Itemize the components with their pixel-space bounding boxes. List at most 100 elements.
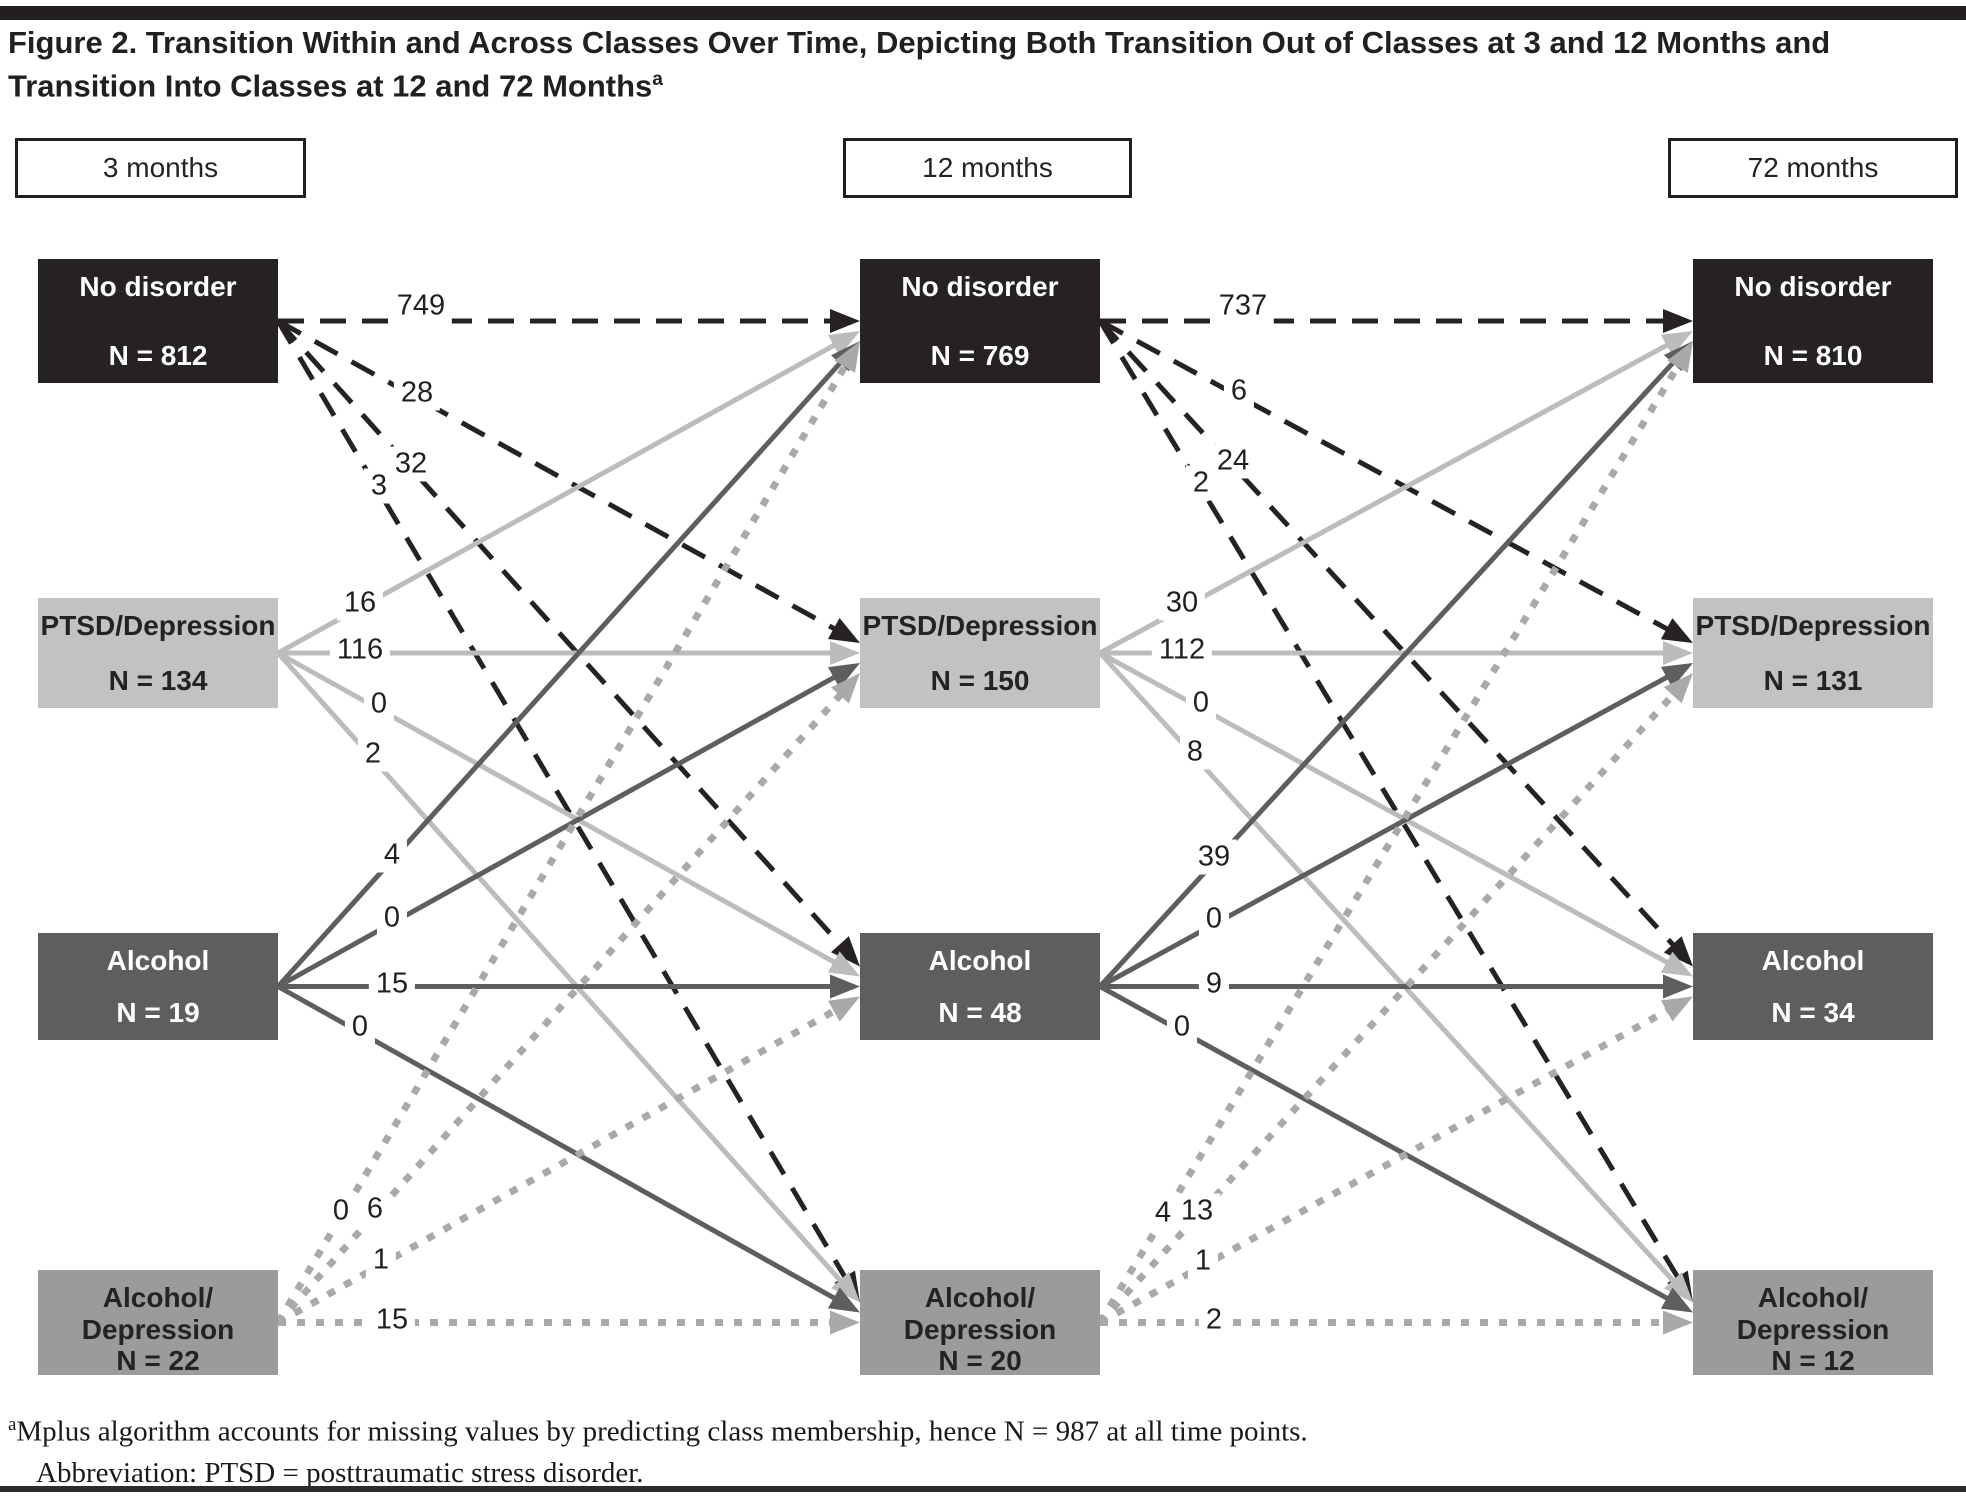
footnote-superscript: a bbox=[8, 1414, 17, 1435]
class-box-label: Alcohol/ Depression bbox=[903, 1282, 1057, 1345]
class-box-n: N = 20 bbox=[938, 1345, 1022, 1376]
class-box-label: Alcohol/ Depression bbox=[81, 1282, 235, 1345]
transition-count-alcohol-to-no-disorder-gap1: 4 bbox=[376, 837, 408, 873]
transition-arrowhead-alcohol bbox=[830, 974, 860, 999]
transition-count-alcohol-to-alcohol-gap2: 9 bbox=[1198, 966, 1230, 1001]
transition-arrowhead-ptsd-depression bbox=[831, 1272, 860, 1303]
transition-arrowhead-no-disorder bbox=[830, 309, 860, 333]
class-box-n: N = 131 bbox=[1763, 665, 1863, 696]
transition-arrowhead-no-disorder bbox=[827, 617, 860, 643]
footnote-line-2: Abbreviation: PTSD = posttraumatic stres… bbox=[8, 1453, 1958, 1494]
transition-arrowhead-alcohol bbox=[1663, 974, 1693, 999]
transition-arrowhead-no-disorder bbox=[1663, 936, 1693, 967]
transition-count-no-disorder-to-alcohol-depression-gap1: 3 bbox=[363, 468, 395, 504]
transition-count-no-disorder-to-alcohol-depression-gap2: 2 bbox=[1185, 465, 1217, 501]
figure-title: Figure 2. Transition Within and Across C… bbox=[8, 24, 1958, 104]
transition-line-no-disorder-gap1-to-alcohol-depression bbox=[275, 319, 850, 1284]
class-box-label: PTSD/Depression bbox=[862, 610, 1098, 641]
transition-count-alcohol-depression-to-alcohol-depression-gap1: 15 bbox=[368, 1302, 416, 1337]
transition-count-ptsd-depression-to-ptsd-depression-gap1: 116 bbox=[329, 632, 391, 668]
footnote-line-1: aMplus algorithm accounts for missing va… bbox=[8, 1404, 1958, 1453]
transition-arrowhead-alcohol bbox=[1660, 663, 1693, 688]
transition-arrowhead-alcohol-depression bbox=[1667, 341, 1693, 373]
transition-line-alcohol-depression-gap1-to-alcohol bbox=[276, 1005, 841, 1326]
class-box-n: N = 34 bbox=[1771, 997, 1855, 1028]
footnote-text: Mplus algorithm accounts for missing val… bbox=[16, 1415, 1308, 1448]
transition-count-alcohol-depression-to-alcohol-gap2: 1 bbox=[1187, 1243, 1219, 1279]
class-box-ptsd-depression-col2: PTSD/Depression N = 150 bbox=[860, 598, 1100, 708]
transition-arrowhead-alcohol-depression bbox=[1663, 1310, 1693, 1335]
transition-count-no-disorder-to-ptsd-depression-gap2: 6 bbox=[1223, 373, 1255, 409]
transition-count-alcohol-depression-to-alcohol-depression-gap2: 2 bbox=[1198, 1302, 1230, 1337]
class-box-alcohol-col3: Alcohol N = 34 bbox=[1693, 933, 1933, 1040]
transition-line-no-disorder-gap2-to-alcohol bbox=[1098, 319, 1679, 951]
transition-count-ptsd-depression-to-alcohol-depression-gap2: 8 bbox=[1179, 734, 1211, 770]
transition-count-alcohol-depression-to-ptsd-depression-gap1: 6 bbox=[359, 1191, 391, 1227]
class-box-label: PTSD/Depression bbox=[1695, 610, 1931, 641]
transition-arrowhead-alcohol bbox=[1660, 1287, 1693, 1313]
transition-arrowhead-ptsd-depression bbox=[1663, 1272, 1693, 1303]
transition-arrowhead-ptsd-depression bbox=[830, 641, 860, 665]
transition-arrowhead-ptsd-depression bbox=[1663, 641, 1693, 665]
transition-arrowhead-alcohol bbox=[827, 663, 860, 689]
transition-arrowhead-alcohol-depression bbox=[830, 1310, 860, 1335]
timepoint-header-12-months: 12 months bbox=[843, 138, 1132, 198]
transition-line-alcohol-gap2-to-ptsd-depression bbox=[1098, 672, 1674, 989]
transition-count-ptsd-depression-to-ptsd-depression-gap2: 112 bbox=[1151, 632, 1213, 668]
figure-title-superscript: a bbox=[652, 69, 663, 90]
class-box-n: N = 19 bbox=[116, 997, 200, 1028]
transition-count-no-disorder-to-no-disorder-gap2: 737 bbox=[1211, 288, 1275, 324]
transition-arrowhead-alcohol-depression bbox=[1663, 673, 1693, 704]
transition-count-ptsd-depression-to-alcohol-gap2: 0 bbox=[1185, 685, 1217, 721]
class-box-n: N = 812 bbox=[108, 340, 208, 371]
transition-arrowhead-ptsd-depression bbox=[827, 331, 860, 357]
class-box-ptsd-depression-col3: PTSD/Depression N = 131 bbox=[1693, 598, 1933, 708]
transition-line-alcohol-gap2-to-no-disorder bbox=[1098, 356, 1679, 989]
class-box-label: Alcohol/ Depression bbox=[1736, 1282, 1890, 1345]
transition-arrowhead-ptsd-depression bbox=[1660, 331, 1693, 356]
transition-count-alcohol-depression-to-ptsd-depression-gap2: 13 bbox=[1173, 1193, 1221, 1229]
transition-count-alcohol-to-ptsd-depression-gap1: 0 bbox=[376, 900, 408, 936]
transition-count-ptsd-depression-to-alcohol-gap1: 0 bbox=[363, 686, 395, 722]
class-box-n: N = 810 bbox=[1763, 340, 1863, 371]
transition-count-no-disorder-to-ptsd-depression-gap1: 28 bbox=[393, 375, 441, 411]
class-box-n: N = 150 bbox=[930, 665, 1030, 696]
transition-arrowhead-ptsd-depression bbox=[827, 951, 860, 977]
transition-count-alcohol-depression-to-no-disorder-gap2: 4 bbox=[1147, 1195, 1179, 1231]
class-box-n: N = 22 bbox=[116, 1345, 200, 1376]
transition-count-alcohol-depression-to-alcohol-gap1: 1 bbox=[365, 1242, 397, 1278]
class-box-n: N = 769 bbox=[930, 340, 1030, 371]
figure-footnote: aMplus algorithm accounts for missing va… bbox=[8, 1404, 1958, 1494]
transition-count-ptsd-depression-to-alcohol-depression-gap1: 2 bbox=[357, 736, 389, 772]
transition-count-alcohol-to-alcohol-depression-gap1: 0 bbox=[344, 1009, 376, 1045]
transition-line-ptsd-depression-gap1-to-alcohol bbox=[276, 650, 841, 968]
class-box-label: Alcohol bbox=[1761, 945, 1865, 976]
class-box-label: No disorder bbox=[79, 271, 237, 302]
class-box-label: Alcohol bbox=[928, 945, 1032, 976]
transition-count-no-disorder-to-no-disorder-gap1: 749 bbox=[389, 288, 453, 324]
class-box-n: N = 48 bbox=[938, 997, 1022, 1028]
transition-line-no-disorder-gap2-to-ptsd-depression bbox=[1098, 318, 1674, 634]
transition-arrowhead-alcohol bbox=[827, 1287, 860, 1313]
class-box-no-disorder-col1: No disorder N = 812 bbox=[38, 259, 278, 383]
transition-count-no-disorder-to-alcohol-gap1: 32 bbox=[387, 446, 435, 481]
transition-arrowhead-alcohol-depression bbox=[1660, 996, 1693, 1022]
timepoint-header-label: 72 months bbox=[1747, 152, 1879, 183]
timepoint-header-72-months: 72 months bbox=[1668, 138, 1958, 198]
transition-line-alcohol-depression-gap1-to-ptsd-depression bbox=[275, 688, 847, 1325]
timepoint-header-label: 3 months bbox=[102, 152, 219, 183]
transition-count-alcohol-depression-to-no-disorder-gap1: 0 bbox=[325, 1193, 357, 1229]
transition-count-alcohol-to-alcohol-depression-gap2: 0 bbox=[1166, 1009, 1198, 1045]
transition-count-ptsd-depression-to-no-disorder-gap1: 16 bbox=[336, 585, 384, 621]
transition-line-alcohol-depression-gap2-to-alcohol bbox=[1098, 1004, 1674, 1326]
transition-count-alcohol-to-no-disorder-gap2: 39 bbox=[1190, 839, 1238, 875]
class-box-n: N = 12 bbox=[1771, 1345, 1855, 1376]
transition-arrowhead-alcohol-depression bbox=[827, 996, 860, 1022]
